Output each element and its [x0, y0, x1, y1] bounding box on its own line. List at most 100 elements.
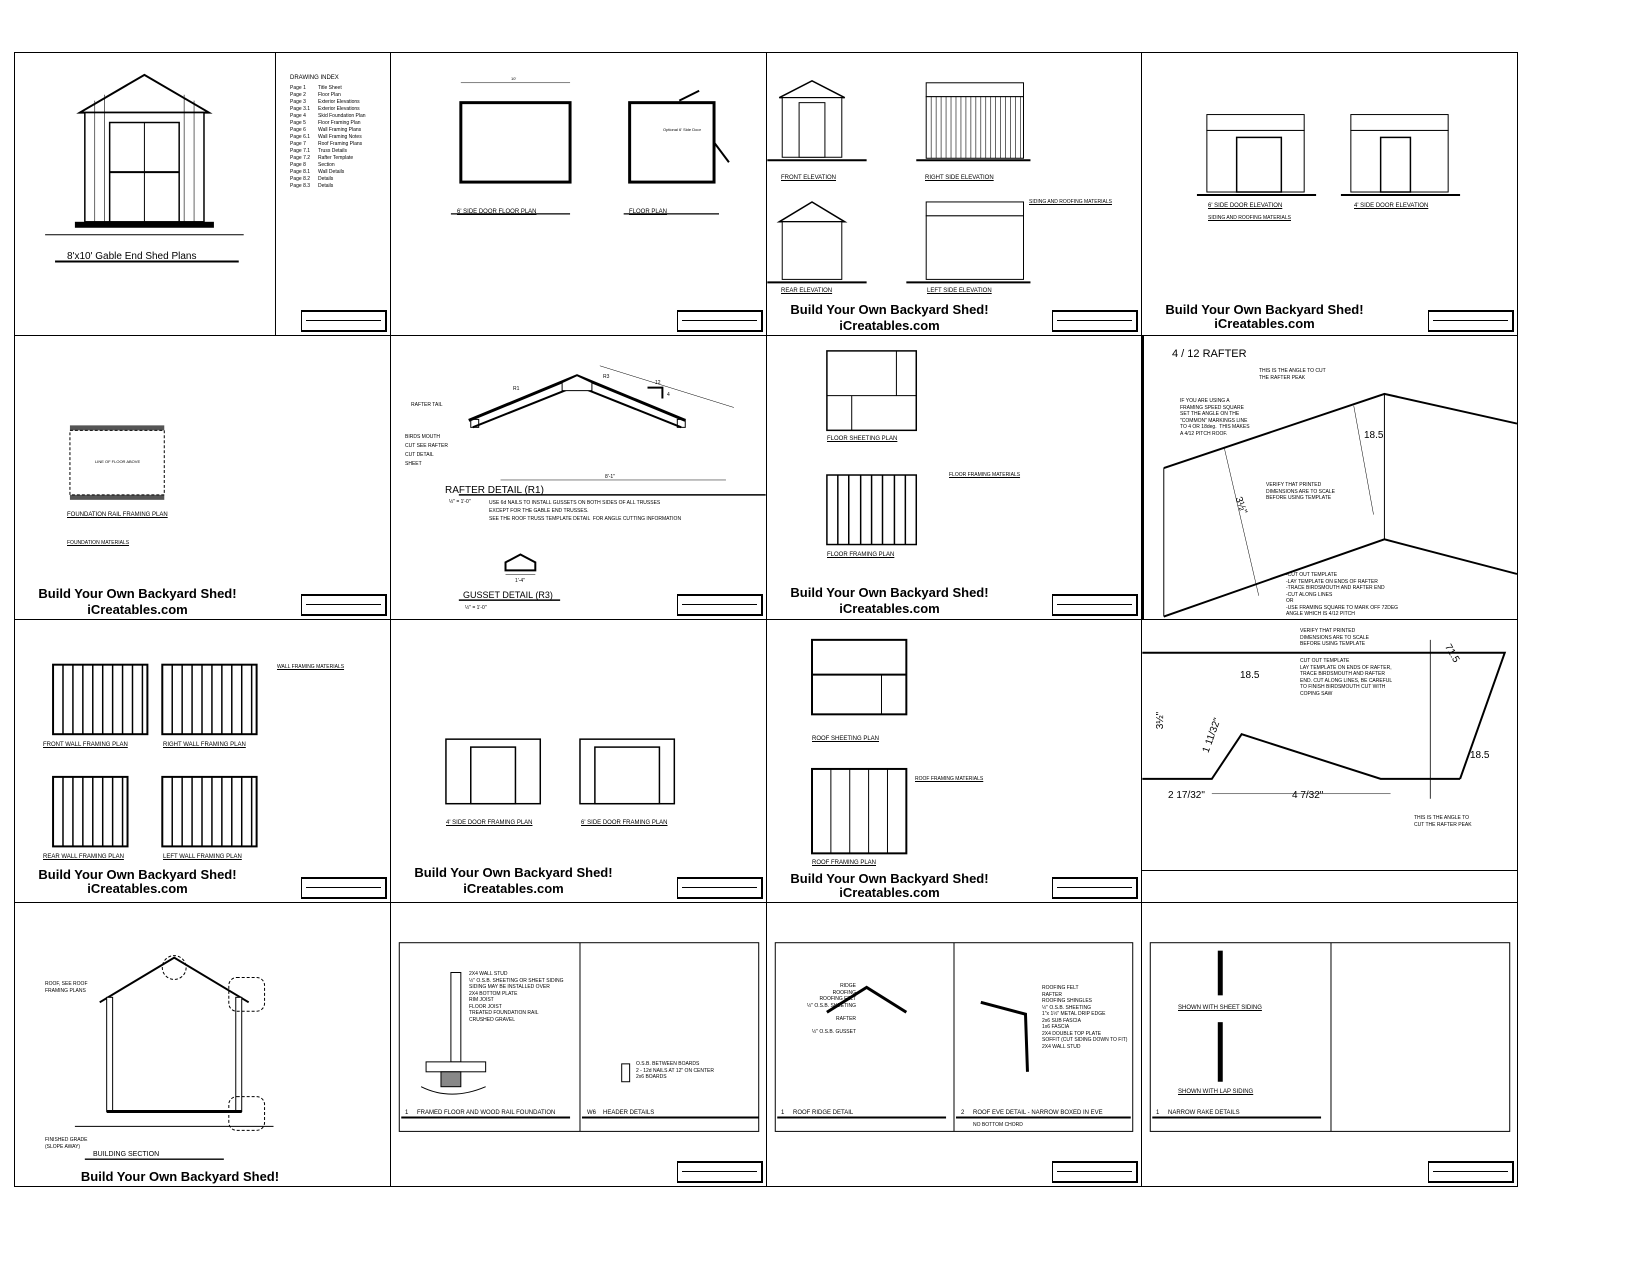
foundation-drawing [69, 425, 165, 500]
span-dim: 8'-1" [605, 474, 615, 480]
index-page: Page 6.1 [290, 134, 311, 140]
rafter-drawing [458, 365, 766, 601]
index-title: Details [318, 176, 334, 182]
door-note: Optional 6' Side Door [663, 127, 701, 132]
title-block [301, 594, 387, 616]
index-page: Page 1 [290, 85, 306, 91]
note: VERIFY THAT PRINTED DIMENSIONS ARE TO SC… [1300, 628, 1370, 647]
label: CUT SEE RAFTER [405, 443, 448, 449]
detail-subtitle: NO BOTTOM CHORD [973, 1122, 1023, 1128]
plan-label: FLOOR SHEETING PLAN [827, 436, 898, 442]
plan-label: 6' SIDE DOOR FRAMING PLAN [581, 820, 668, 826]
sheet-foundation-detail: 2X4 WALL STUD ½" O.S.B. SHEETING OR SHEE… [390, 902, 767, 1187]
title-block [677, 877, 763, 899]
index-page: Page 3 [290, 99, 306, 105]
promo-line1: Build Your Own Backyard Shed! [1165, 302, 1364, 317]
sheet-elevations: FRONT ELEVATION RIGHT SIDE ELEVATION REA… [766, 52, 1142, 336]
index-page: Page 2 [290, 92, 306, 98]
promo-line1: Build Your Own Backyard Shed! [80, 1169, 280, 1184]
dim-label: 3½" [1155, 711, 1167, 730]
shed-front-drawing [45, 53, 276, 335]
detail-number: 2 [961, 1110, 965, 1116]
plan-label: 6' SIDE DOOR FLOOR PLAN [457, 209, 537, 215]
detail-number: 1 [1156, 1110, 1160, 1116]
rafter-notes: USE 6d NAILS TO INSTALL GUSSETS ON BOTH … [489, 499, 681, 523]
promo-line1: Build Your Own Backyard Shed! [38, 867, 237, 882]
rake-details-drawing [1149, 942, 1511, 1132]
materials-heading: ROOF FRAMING MATERIALS [915, 776, 984, 782]
index-title: Title Sheet [318, 85, 342, 91]
label-r1: R1 [513, 386, 520, 392]
title-block [677, 594, 763, 616]
index-page: Page 7 [290, 141, 306, 147]
promo-text: Build Your Own Backyard Shed!iCreatables… [767, 585, 1012, 617]
promo-text: Build Your Own Backyard Shed!iCreatables… [767, 302, 1012, 334]
plan-label: ROOF SHEETING PLAN [812, 736, 880, 742]
floor-plan-drawing [450, 82, 730, 215]
plan-label: REAR WALL FRAMING PLAN [43, 854, 124, 860]
label: SHEET [405, 461, 422, 467]
sheet-wall-framing: FRONT WALL FRAMING PLAN RIGHT WALL FRAMI… [14, 619, 391, 903]
note: -CUT OUT TEMPLATE -LAY TEMPLATE ON ENDS … [1286, 572, 1399, 617]
note: CUT OUT TEMPLATE LAY TEMPLATE ON ENDS OF… [1300, 658, 1393, 697]
note: IF YOU ARE USING A FRAMING SPEED SQUARE … [1180, 398, 1250, 437]
side-elevations-drawing [1196, 114, 1461, 196]
plan-label: 4' SIDE DOOR FRAMING PLAN [446, 820, 533, 826]
materials-heading: SIDING AND ROOFING MATERIALS [1208, 215, 1291, 221]
sheet-rake-details: SHOWN WITH SHEET SIDING SHOWN WITH LAP S… [1141, 902, 1518, 1187]
plan-label: RIGHT WALL FRAMING PLAN [163, 742, 246, 748]
detail-number: W6 [587, 1110, 596, 1116]
note: THIS IS THE ANGLE TO CUT THE RAFTER PEAK [1259, 368, 1326, 381]
building-section-drawing [74, 955, 274, 1160]
detail-notes: O.S.B. BETWEEN BOARDS 2 - 12d NAILS AT 1… [636, 1061, 715, 1080]
elevation-label: LEFT SIDE ELEVATION [927, 288, 992, 294]
rafter-template-drawing [1163, 392, 1517, 618]
promo-line2: iCreatables.com [839, 318, 940, 333]
template-title: 4 / 12 RAFTER [1172, 348, 1247, 360]
detail-title: ROOF RIDGE DETAIL [793, 1110, 854, 1116]
plan-label: FOUNDATION RAIL FRAMING PLAN [67, 512, 168, 518]
wall-frame [161, 663, 258, 736]
floor-framing-drawing [826, 350, 918, 546]
note: THIS IS THE ANGLE TO CUT THE RAFTER PEAK [1414, 815, 1472, 828]
plan-label: ROOF FRAMING PLAN [812, 860, 877, 866]
detail-title: HEADER DETAILS [603, 1110, 655, 1116]
index-title: Wall Framing Plans [318, 127, 362, 133]
sheet-door-framing: 4' SIDE DOOR FRAMING PLAN 6' SIDE DOOR F… [390, 619, 767, 903]
promo-text: Build Your Own Backyard Shed!iCreatables… [391, 865, 636, 897]
index-row: Page 6.1 Wall Framing Notes [290, 134, 366, 141]
detail-title: NARROW RAKE DETAILS [1168, 1110, 1240, 1116]
detail-number: 1 [781, 1110, 785, 1116]
detail-number: 1 [405, 1110, 409, 1116]
promo-line2: iCreatables.com [87, 602, 188, 617]
index-title: Roof Framing Plans [318, 141, 363, 147]
note: VERIFY THAT PRINTED DIMENSIONS ARE TO SC… [1266, 482, 1336, 501]
note: FINISHED GRADE (SLOPE AWAY) [45, 1137, 88, 1150]
index-row: Page 1 Title Sheet [290, 85, 366, 92]
promo-line1: Build Your Own Backyard Shed! [414, 865, 613, 880]
title-block [1052, 877, 1138, 899]
dim-label: 10' [511, 76, 517, 81]
sheet-rafter-detail: RAFTER TAIL BIRDS MOUTH CUT SEE RAFTER C… [390, 335, 767, 620]
plan-title: 8'x10' Gable End Shed Plans [67, 251, 197, 262]
index-title: Wall Framing Notes [318, 134, 362, 140]
door-framing-drawing [445, 738, 676, 805]
plan-label: FLOOR PLAN [629, 209, 668, 215]
index-title: Rafter Template [318, 155, 354, 161]
index-title: DRAWING INDEX [290, 75, 339, 81]
detail-title: ROOF EVE DETAIL - NARROW BOXED IN EVE [973, 1110, 1103, 1116]
elevation-label: 6' SIDE DOOR ELEVATION [1208, 203, 1283, 209]
detail-caption: SHOWN WITH SHEET SIDING [1178, 1005, 1262, 1011]
sheet-title: 8'x10' Gable End Shed Plans DRAWING INDE… [14, 52, 391, 336]
note: USE 6d NAILS TO INSTALL GUSSETS ON BOTH … [489, 500, 661, 506]
detail-title: RAFTER DETAIL (R1) [445, 485, 544, 496]
promo-line2: iCreatables.com [1214, 316, 1315, 331]
index-page: Page 8.1 [290, 169, 311, 175]
elevation-label: FRONT ELEVATION [781, 175, 837, 181]
